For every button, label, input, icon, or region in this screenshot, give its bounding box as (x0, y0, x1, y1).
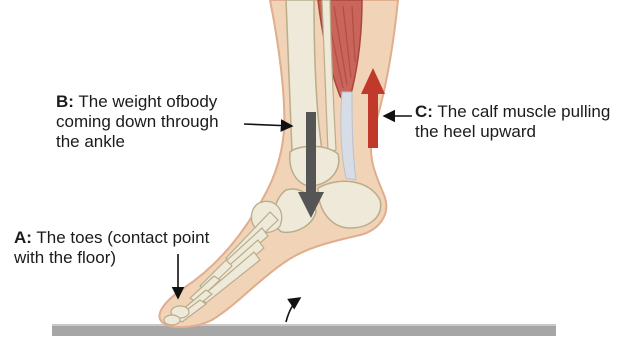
label-a: A: The toes (contact point with the floo… (14, 228, 209, 268)
leg-skin (159, 0, 398, 327)
label-a-line-2: with the floor) (14, 248, 209, 268)
label-b-line-2: coming down through (56, 112, 219, 132)
label-b-line-3: the ankle (56, 132, 219, 152)
label-a-line-1: The toes (contact point (36, 228, 209, 247)
label-a-key: A: (14, 228, 32, 247)
label-c-line-1: The calf muscle pulling (437, 102, 610, 121)
curved-arrow-icon (286, 298, 300, 322)
label-b-line-1: The weight ofbody (78, 92, 217, 111)
label-c-line-2: the heel upward (415, 122, 610, 142)
label-b: B: The weight ofbody coming down through… (56, 92, 219, 152)
label-b-key: B: (56, 92, 74, 111)
label-c: C: The calf muscle pulling the heel upwa… (415, 102, 610, 142)
label-c-key: C: (415, 102, 433, 121)
